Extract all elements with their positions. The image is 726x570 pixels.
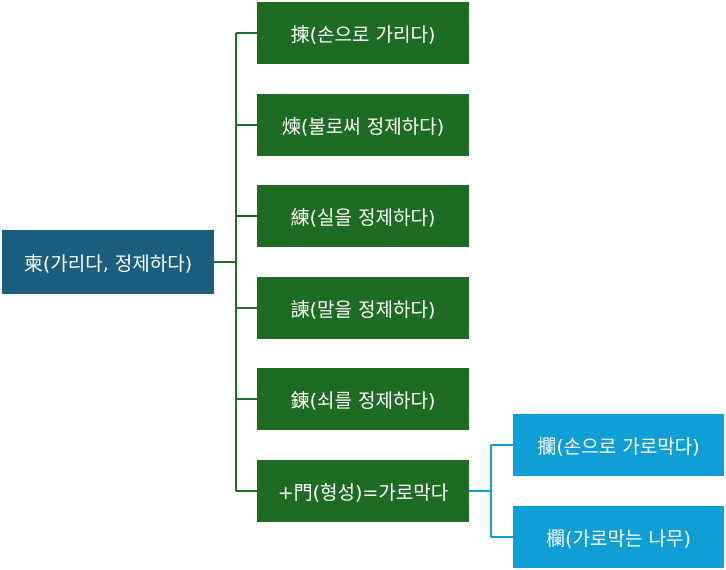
root-node: 柬(가리다, 정제하다) — [2, 230, 214, 294]
grandchild-node-2: 欄(가로막는 나무) — [513, 506, 724, 568]
child-node-3: 練(실을 정제하다) — [257, 185, 469, 247]
child-node-2: 煉(불로써 정제하다) — [257, 94, 469, 156]
child-node-5: 鍊(쇠를 정제하다) — [257, 368, 469, 430]
child-node-4: 諫(말을 정제하다) — [257, 277, 469, 339]
child-node-1: 揀(손으로 가리다) — [257, 2, 469, 64]
grandchild-node-1: 攔(손으로 가로막다) — [513, 414, 724, 476]
child-node-6: +門(형성)=가로막다 — [257, 460, 469, 522]
